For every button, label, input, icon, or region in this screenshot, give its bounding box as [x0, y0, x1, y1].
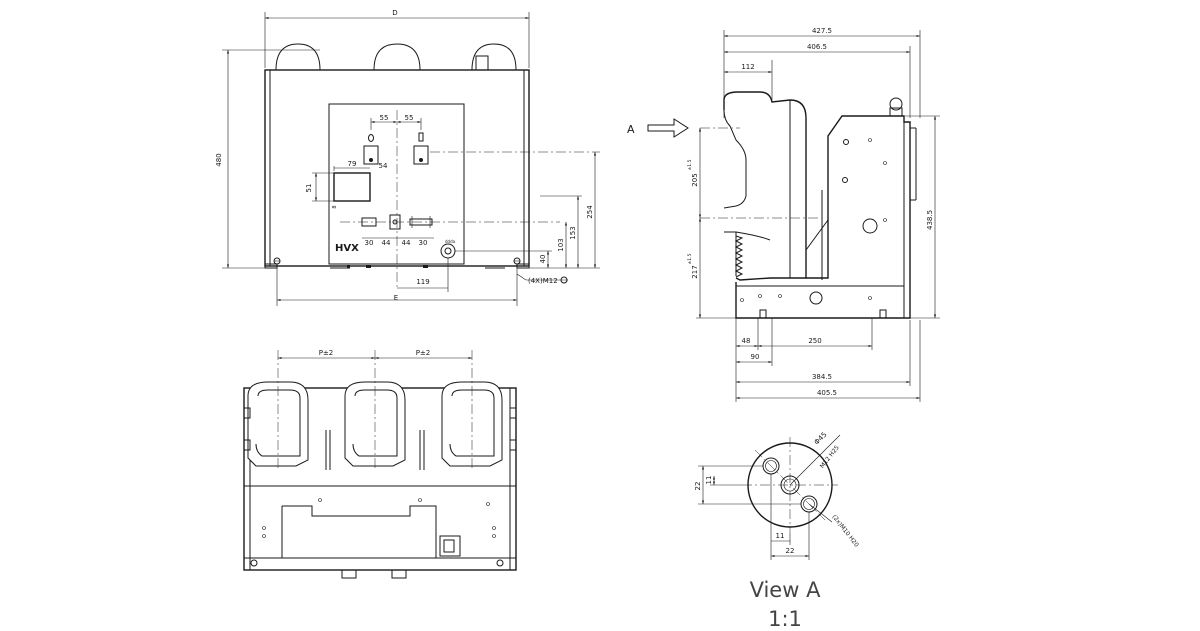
dim-254: 254 — [586, 205, 594, 219]
pitch-right: P±2 — [416, 349, 431, 357]
dim-480: 480 — [215, 153, 223, 166]
front-view: ddda — [222, 12, 600, 306]
dim-55-left: 55 — [380, 114, 389, 122]
dim-3845: 384.5 — [812, 373, 832, 381]
dia-45: Φ45 — [813, 431, 829, 447]
dim-44-right: 44 — [402, 239, 411, 247]
view-a-scale: 1:1 — [768, 607, 802, 631]
dim-51: 51 — [305, 184, 313, 193]
arrow-a-label: A — [627, 123, 635, 136]
dim-79: 79 — [348, 160, 357, 168]
dim-153: 153 — [569, 226, 577, 239]
dim-22-vertical: 22 — [694, 482, 702, 491]
dim-54: 54 — [379, 162, 388, 170]
dim-205-tol: ±1.5 — [687, 159, 693, 170]
dim-112: 112 — [741, 63, 754, 71]
dim-90: 90 — [751, 353, 760, 361]
dim-119: 119 — [416, 278, 429, 286]
dim-30-left: 30 — [365, 239, 374, 247]
dim-d: D — [392, 9, 397, 17]
dim-11-vertical: 11 — [705, 476, 713, 485]
dim-44-left: 44 — [382, 239, 391, 247]
dim-103: 103 — [557, 238, 565, 251]
svg-text:ddda: ddda — [445, 239, 456, 244]
dim-4065: 406.5 — [807, 43, 827, 51]
dim-40: 40 — [539, 255, 547, 264]
dim-250: 250 — [808, 337, 821, 345]
dim-22-horizontal: 22 — [786, 547, 795, 555]
dim-55-right: 55 — [405, 114, 414, 122]
dim-4055: 405.5 — [817, 389, 837, 397]
dim-217: 217 — [691, 265, 699, 278]
dim-4275: 427.5 — [812, 27, 832, 35]
dim-205: 205 — [691, 173, 699, 186]
dim-11-horizontal: 11 — [776, 532, 785, 540]
bolt-note: (4X)M12 — [528, 277, 558, 285]
view-a — [698, 434, 841, 560]
side-view — [647, 30, 940, 402]
dim-217-tol: ±1.5 — [687, 253, 693, 264]
dim-4385: 438.5 — [926, 210, 934, 230]
dim-30-right: 30 — [419, 239, 428, 247]
dim-48: 48 — [742, 337, 751, 345]
dim-8: 8 — [332, 205, 338, 208]
top-view — [243, 350, 517, 579]
dim-e: E — [394, 294, 398, 302]
brand-label: HVX — [335, 243, 359, 254]
pitch-left: P±2 — [319, 349, 334, 357]
view-a-title: View A — [750, 578, 822, 602]
tap-sides: (2x)M10 H20 — [830, 514, 860, 549]
